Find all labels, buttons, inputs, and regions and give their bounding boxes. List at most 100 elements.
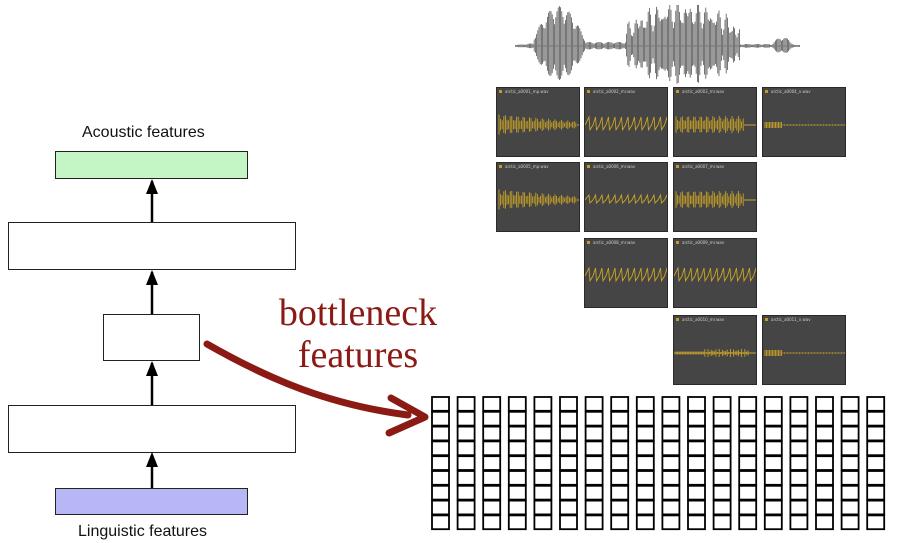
feature-cell — [840, 425, 860, 442]
feature-cell — [431, 410, 450, 427]
feature-cell — [533, 440, 553, 457]
thumbnail-title: arctic_a0001_mp.wav — [505, 89, 549, 94]
feature-cell — [840, 440, 860, 457]
feature-cell — [738, 425, 758, 442]
bottleneck-feature-grid — [431, 396, 886, 531]
feature-cell — [815, 410, 834, 427]
file-icon — [499, 90, 502, 93]
feature-cell — [866, 396, 886, 412]
bottleneck-layer — [103, 314, 200, 361]
feature-cell — [533, 514, 553, 531]
file-icon — [499, 165, 502, 168]
thumbnail-title: arctic_a0004_n.wav — [771, 89, 811, 94]
feature-cell — [610, 425, 630, 442]
feature-cell — [533, 455, 553, 471]
thumbnail-waveform — [674, 349, 756, 357]
feature-cell — [559, 440, 578, 457]
feature-cell — [610, 470, 630, 486]
feature-cell — [738, 440, 758, 457]
feature-cell — [482, 396, 502, 412]
feature-cell — [687, 425, 706, 442]
file-icon — [676, 165, 679, 168]
feature-cell — [789, 425, 809, 442]
feature-cell — [584, 396, 604, 412]
feature-cell — [866, 470, 886, 486]
thumbnail-waveform — [675, 191, 756, 209]
bottleneck-label-line2: features — [297, 334, 419, 376]
feature-cell — [482, 425, 502, 442]
feature-cell — [584, 470, 604, 486]
feature-cell — [815, 425, 834, 442]
feature-cell — [559, 499, 578, 516]
feature-cell — [635, 396, 655, 412]
feature-cell — [840, 470, 860, 486]
feature-cell — [712, 440, 732, 457]
feature-cell — [584, 514, 604, 531]
feature-cell — [763, 425, 783, 442]
feature-cell — [866, 440, 886, 457]
feature-cell — [789, 396, 809, 412]
feature-cell — [738, 455, 758, 471]
feature-cell — [507, 396, 527, 412]
feature-cell — [559, 470, 578, 486]
feature-cell — [661, 470, 681, 486]
feature-cell — [635, 484, 655, 501]
feature-cell — [507, 410, 527, 427]
thumbnail-waveform — [498, 189, 579, 210]
feature-cell — [687, 499, 706, 516]
thumbnail-waveform — [764, 122, 845, 128]
waveform-thumbnail: arctic_a0006_mr.wav — [584, 162, 668, 232]
bottleneck-label: bottleneck features — [258, 292, 458, 376]
arrow-hidden3-to-output — [146, 179, 158, 222]
waveform-thumbnail: arctic_a0005_mp.wav — [496, 162, 580, 232]
thumbnail-waveform — [585, 115, 667, 132]
feature-cell — [712, 410, 732, 427]
arrow-input-to-hidden1 — [146, 452, 158, 488]
feature-cell — [456, 396, 476, 412]
feature-cell — [763, 455, 783, 471]
feature-cell — [789, 470, 809, 486]
feature-cell — [687, 514, 706, 531]
feature-cell — [815, 470, 834, 486]
feature-cell — [559, 484, 578, 501]
feature-cell — [661, 514, 681, 531]
feature-cell — [866, 499, 886, 516]
thumbnail-title: arctic_a0007_mr.wav — [682, 164, 725, 169]
feature-cell — [507, 470, 527, 486]
feature-cell — [584, 499, 604, 516]
feature-cell — [661, 410, 681, 427]
feature-cell — [456, 440, 476, 457]
feature-cell — [584, 425, 604, 442]
feature-cell — [559, 455, 578, 471]
feature-cell — [840, 499, 860, 516]
thumbnail-title: arctic_a0009_mr.wav — [682, 240, 725, 245]
feature-cell — [635, 514, 655, 531]
feature-cell — [815, 455, 834, 471]
feature-cell — [559, 396, 578, 412]
feature-cell — [866, 410, 886, 427]
feature-cell — [635, 470, 655, 486]
feature-cell — [866, 484, 886, 501]
feature-cell — [661, 484, 681, 501]
feature-cell — [456, 410, 476, 427]
feature-cell — [559, 410, 578, 427]
feature-cell — [789, 410, 809, 427]
feature-cell — [635, 425, 655, 442]
waveform-thumbnail: arctic_a0004_n.wav — [762, 87, 846, 157]
hidden-layer-3 — [8, 222, 296, 270]
feature-cell — [789, 499, 809, 516]
feature-cell — [559, 425, 578, 442]
feature-cell — [584, 440, 604, 457]
waveform-thumbnail: arctic_a0011_n.wav — [762, 315, 846, 385]
feature-cell — [815, 484, 834, 501]
feature-cell — [763, 514, 783, 531]
feature-cell — [533, 425, 553, 442]
feature-cell — [431, 440, 450, 457]
input-layer-box — [55, 488, 248, 515]
feature-cell — [840, 410, 860, 427]
feature-cell — [815, 499, 834, 516]
feature-cell — [610, 410, 630, 427]
file-icon — [765, 90, 768, 93]
thumbnail-waveform — [675, 116, 756, 134]
thumbnail-title: arctic_a0011_n.wav — [771, 317, 811, 322]
